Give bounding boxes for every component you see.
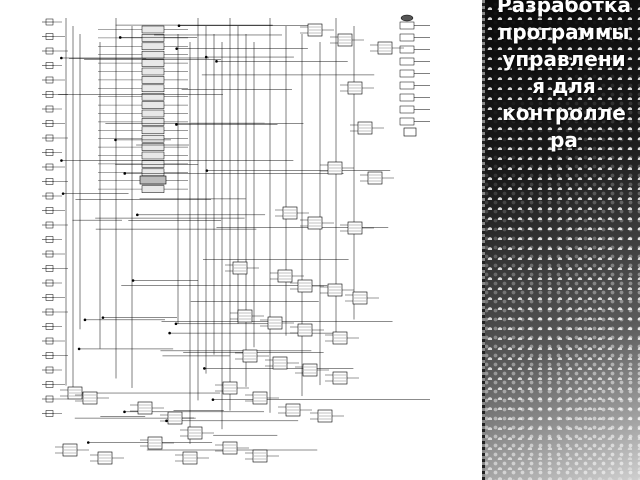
output-coil: [399, 21, 415, 30]
output-coil: [399, 33, 415, 42]
output-coil: [399, 81, 415, 90]
register-block: [141, 126, 165, 135]
register-block: [141, 67, 165, 76]
title-line-3: управлени: [502, 47, 626, 71]
title-panel: Разработка программы управлени я для кон…: [482, 0, 640, 480]
register-block: [141, 134, 165, 143]
wire-junction: [215, 60, 218, 63]
input-contact: [45, 221, 54, 229]
output-coil: [399, 105, 415, 114]
wire-junction: [136, 213, 139, 217]
input-contact: [45, 207, 54, 214]
input-contact: [45, 236, 54, 243]
input-contact: [45, 395, 54, 403]
wire-junction: [168, 331, 171, 335]
wire-junction: [118, 36, 122, 39]
wire-junction: [174, 322, 178, 326]
wire-junction: [211, 398, 215, 401]
input-contact: [45, 105, 54, 113]
register-block: [141, 76, 165, 84]
input-contact: [45, 62, 54, 69]
wire-junction: [123, 172, 127, 175]
schematic-drawing: [42, 14, 430, 465]
register-block: [141, 50, 165, 59]
register-block: [141, 143, 165, 151]
input-contact: [45, 18, 54, 26]
wire-junction: [205, 169, 209, 172]
input-contact: [45, 76, 54, 84]
register-block: [141, 168, 165, 177]
register-block: [141, 160, 165, 168]
input-contact: [45, 250, 54, 258]
register-block: [141, 59, 165, 67]
title-line-5: контролле: [502, 101, 626, 125]
output-lamp: [400, 14, 414, 22]
input-contact: [45, 149, 54, 156]
output-coil: [399, 57, 415, 66]
wire-junction: [77, 347, 81, 351]
input-contact: [45, 192, 54, 200]
wire-junction: [60, 159, 63, 162]
input-contact: [45, 265, 54, 272]
register-block: [141, 34, 165, 42]
register-block: [139, 175, 167, 185]
title-line-2: программы: [498, 20, 630, 44]
wire-junction: [61, 192, 65, 195]
wire-junction: [175, 47, 178, 50]
input-contact: [45, 410, 54, 417]
wire-junction: [86, 441, 90, 444]
input-contact: [45, 381, 54, 388]
output-coil: [399, 117, 415, 126]
register-block: [141, 151, 165, 160]
title-line-6: ра: [550, 128, 578, 152]
ladder-logic-schematic: [38, 12, 434, 468]
wire-junction: [177, 24, 181, 28]
register-block: [141, 84, 165, 93]
input-contact: [45, 279, 54, 287]
input-contact: [45, 337, 54, 345]
register-block: [141, 109, 165, 118]
title-line-1: Разработка: [497, 0, 631, 17]
output-coil: [399, 45, 415, 54]
wire-junction: [175, 123, 178, 126]
title-line-4: я для: [532, 74, 596, 98]
input-contact: [45, 352, 54, 359]
output-coil: [399, 93, 415, 102]
register-block: [141, 185, 165, 193]
register-block: [141, 101, 165, 109]
input-contact: [45, 33, 54, 40]
slide-title: Разработка программы управлени я для кон…: [486, 0, 640, 154]
register-block: [141, 118, 165, 126]
output-coil: [403, 127, 417, 137]
wire-junction: [83, 318, 87, 322]
input-contact: [45, 134, 54, 142]
input-contact: [45, 163, 54, 171]
input-contact: [45, 294, 54, 301]
input-contact: [45, 323, 54, 330]
input-contact: [45, 91, 54, 98]
wire-junction: [123, 410, 126, 414]
wire-junction: [60, 56, 63, 60]
input-contact: [45, 47, 54, 55]
wire-junction: [203, 367, 206, 370]
input-contact: [45, 178, 54, 185]
input-contact: [45, 120, 54, 127]
register-block: [141, 25, 165, 34]
output-coil: [399, 69, 415, 78]
wire-junction: [101, 316, 105, 319]
wire-junction: [204, 55, 208, 59]
input-contact: [45, 366, 54, 374]
wire-junction: [131, 279, 135, 282]
input-contact: [45, 308, 54, 316]
wire-junction: [114, 138, 117, 142]
register-block: [141, 42, 165, 51]
